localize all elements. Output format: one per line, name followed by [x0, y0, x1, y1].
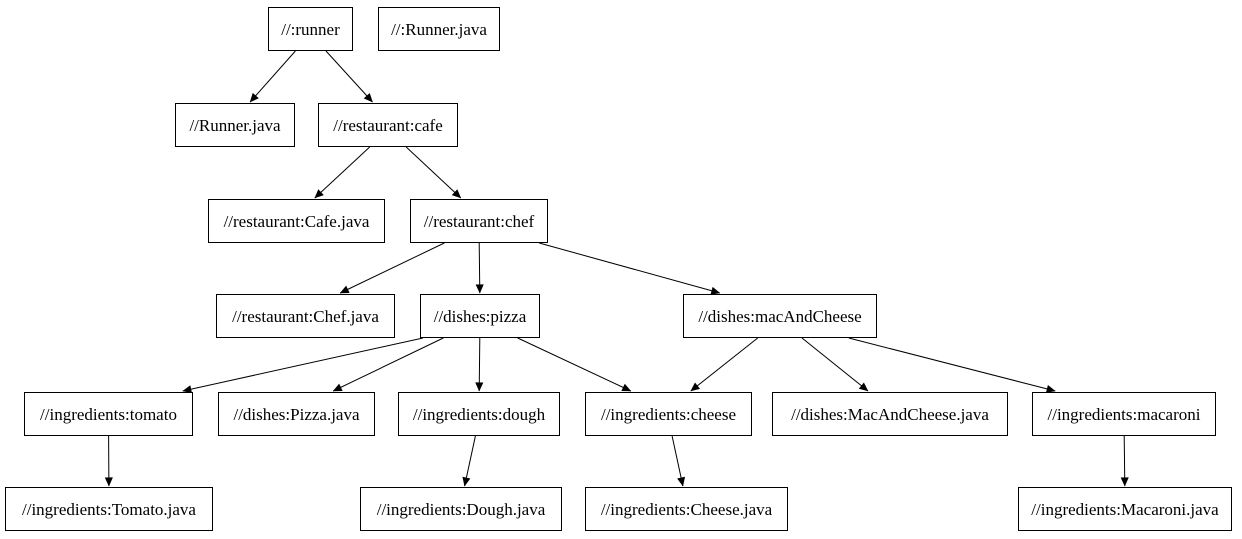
- edge-cafe-to-cafe-java: [314, 146, 371, 199]
- edge-cheese-to-cheese-java: [671, 435, 686, 487]
- graph-node-tomato: //ingredients:tomato: [24, 392, 193, 436]
- edge-dough-to-dough-java: [462, 435, 476, 487]
- graph-node-tomato-java: //ingredients:Tomato.java: [5, 487, 213, 531]
- edge-chef-to-pizza: [475, 242, 484, 294]
- edge-runner-to-runner-java: [249, 50, 296, 103]
- graph-node-pizza: //dishes:pizza: [420, 294, 540, 338]
- edge-macaroni-to-macaroni-java: [1120, 435, 1129, 487]
- graph-node-runner: //:runner: [268, 7, 353, 51]
- graph-node-pizza-java: //dishes:Pizza.java: [218, 392, 375, 436]
- graph-node-macandcheese: //dishes:macAndCheese: [683, 294, 877, 338]
- graph-node-macaroni: //ingredients:macaroni: [1032, 392, 1216, 436]
- graph-node-chef-java: //restaurant:Chef.java: [216, 294, 395, 338]
- edge-macandcheese-to-macandcheese-java: [801, 337, 869, 392]
- graph-node-macandcheese-java: //dishes:MacAndCheese.java: [772, 392, 1008, 436]
- edge-runner-to-cafe: [325, 50, 373, 103]
- graph-node-dough-java: //ingredients:Dough.java: [360, 487, 562, 531]
- graph-node-cafe: //restaurant:cafe: [318, 103, 458, 147]
- graph-node-cafe-java: //restaurant:Cafe.java: [208, 199, 385, 243]
- graph-node-macaroni-java: //ingredients:Macaroni.java: [1018, 487, 1232, 531]
- edge-pizza-to-cheese: [517, 337, 632, 392]
- edge-pizza-to-pizza-java: [332, 337, 444, 392]
- edge-macandcheese-to-macaroni: [848, 337, 1056, 393]
- edge-chef-to-chef-java: [339, 242, 445, 294]
- graph-node-chef: //restaurant:chef: [410, 199, 548, 243]
- edge-pizza-to-dough: [475, 337, 484, 392]
- graph-node-dough: //ingredients:dough: [398, 392, 560, 436]
- graph-node-cheese-java: //ingredients:Cheese.java: [585, 487, 788, 531]
- edge-cafe-to-chef: [405, 146, 462, 199]
- edge-pizza-to-tomato: [182, 337, 424, 394]
- graph-node-cheese: //ingredients:cheese: [585, 392, 752, 436]
- edge-chef-to-macandcheese: [539, 242, 721, 295]
- graph-node-root-runner-java: //:Runner.java: [378, 7, 500, 51]
- edge-macandcheese-to-cheese: [690, 337, 759, 392]
- graph-node-runner-java: //Runner.java: [175, 103, 295, 147]
